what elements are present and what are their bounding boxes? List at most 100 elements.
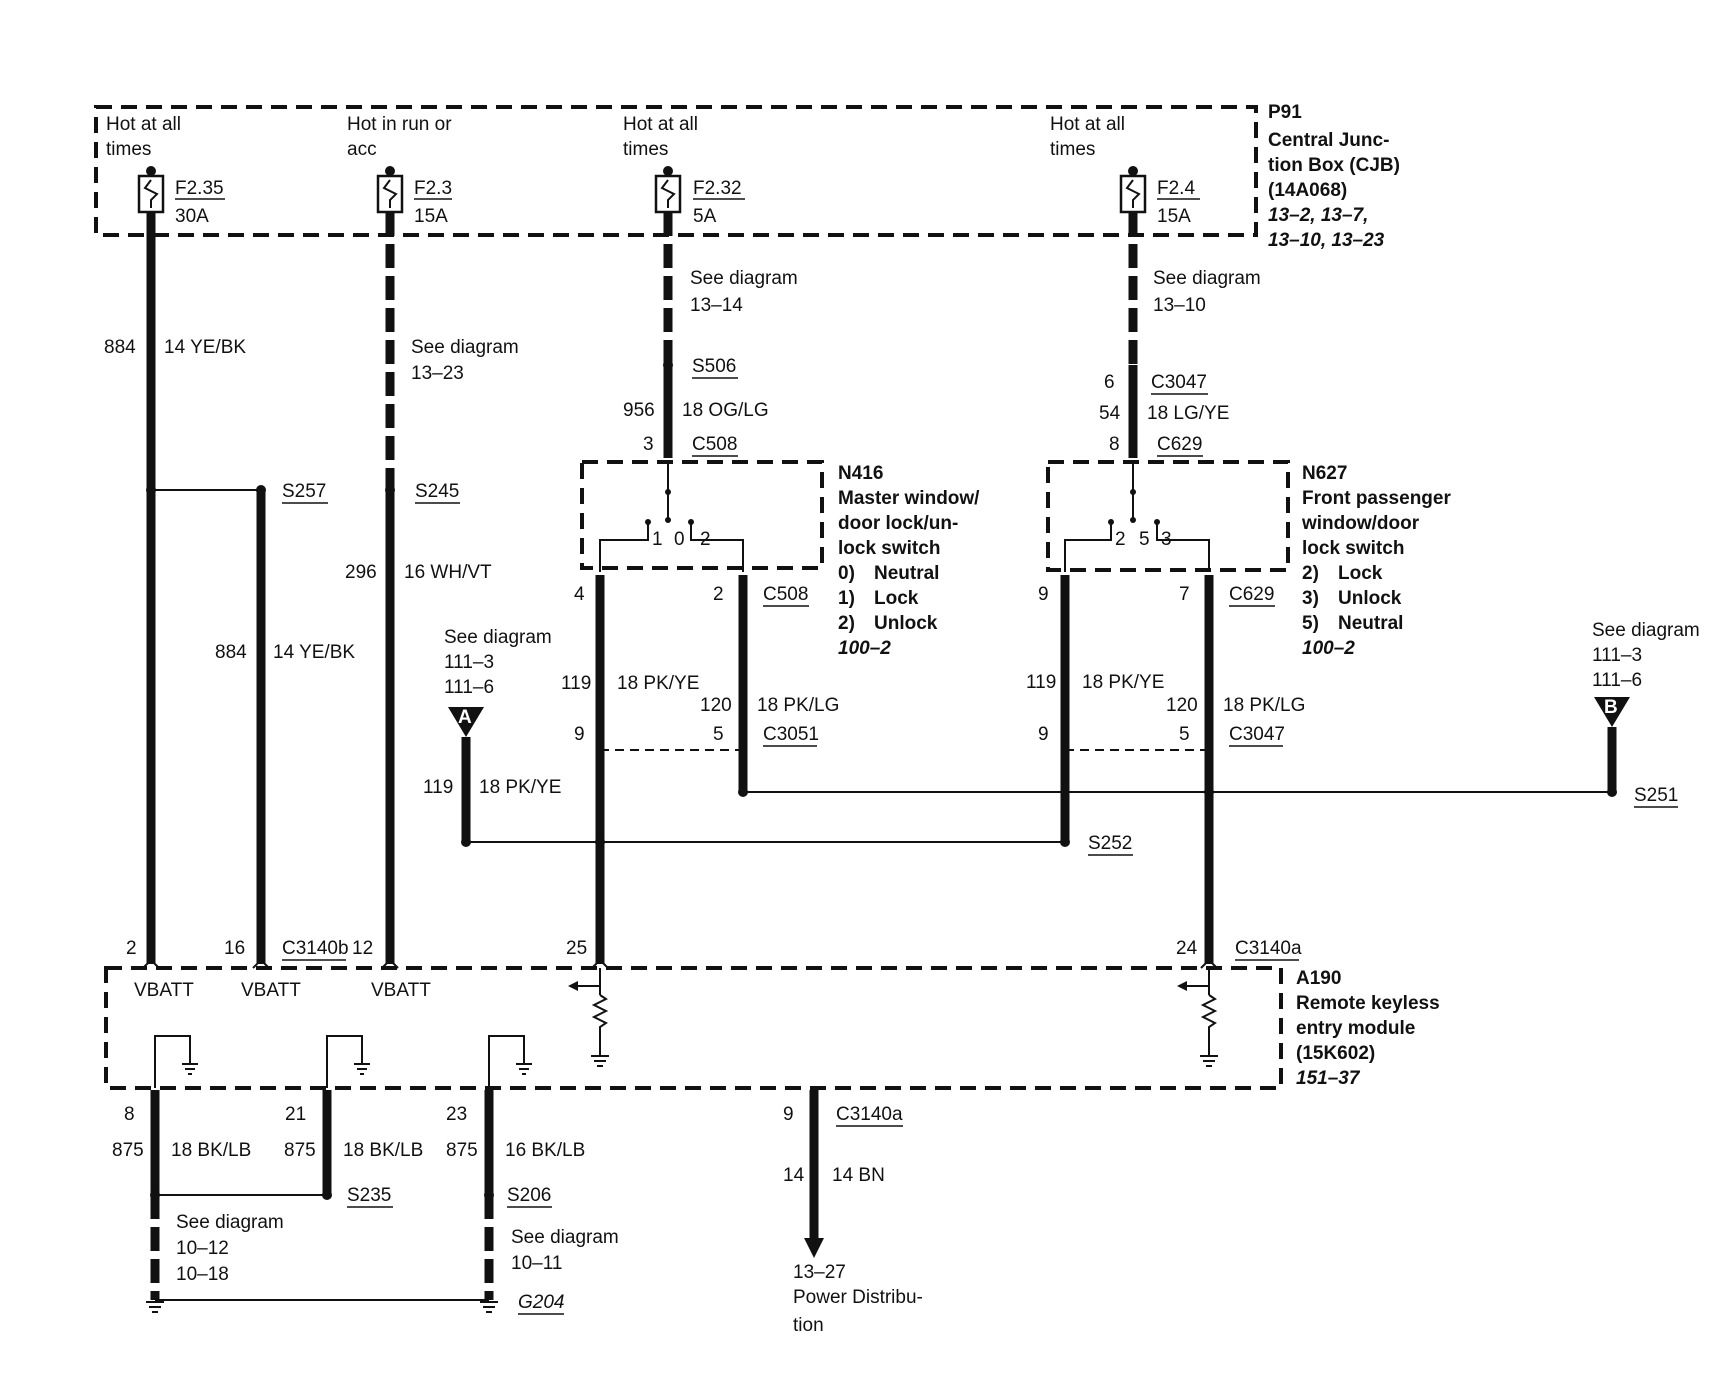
wire-119-n416-gauge: 18 PK/YE: [617, 673, 699, 694]
see-10-12-l3: 10–18: [176, 1264, 229, 1285]
internal-ground-3: [488, 1035, 532, 1088]
fuse-f2-4: Hot at all times F2.4 15A: [1050, 114, 1200, 227]
see-111-a-l2: 111–3: [444, 652, 494, 673]
wire-884b-circuit: 884: [215, 642, 247, 663]
n416-box: [580, 460, 824, 570]
svg-text:times: times: [106, 139, 151, 160]
fuse-f2-32: Hot at all times F2.32 5A: [623, 114, 745, 227]
wire-54-circuit: 54: [1099, 403, 1121, 424]
see-111-a-l3: 111–6: [444, 677, 494, 698]
splice-s257: S257: [282, 481, 326, 502]
a190-box: [104, 966, 1283, 1090]
wire-119-a-circuit: 119: [423, 777, 453, 798]
p91-part: (14A068): [1268, 180, 1347, 201]
power-l2: tion: [793, 1315, 824, 1336]
pin-a-25: 25: [566, 938, 587, 959]
fuse-rating: 15A: [1157, 206, 1191, 227]
wire-296-gauge: 16 WH/VT: [404, 562, 492, 583]
wire-875-2-circuit: 875: [284, 1140, 316, 1161]
fuse-rating: 5A: [693, 206, 717, 227]
n416-ref: 100–2: [838, 638, 891, 659]
p91-name-2: tion Box (CJB): [1268, 155, 1400, 176]
n627-opt2-text: Lock: [1338, 563, 1383, 584]
pin-a-12: 12: [352, 938, 373, 959]
pin-c3047-6: 6: [1104, 372, 1115, 393]
see-111-b-l3: 111–6: [1592, 670, 1642, 691]
see-13-14-l2: 13–14: [690, 295, 743, 316]
wire-884-gauge: 14 YE/BK: [164, 337, 246, 358]
vbatt-1: VBATT: [134, 980, 194, 1001]
n627-id: N627: [1302, 463, 1347, 484]
splice-s235: S235: [347, 1185, 391, 1206]
pin-a-2: 2: [126, 938, 137, 959]
n627-opt5: 5): [1302, 613, 1319, 634]
conn-c3140a-bottom: C3140a: [836, 1104, 903, 1125]
flag-a-icon: [448, 707, 484, 737]
n416-opt2: 2): [838, 613, 855, 634]
n416-sw1: 1: [652, 529, 663, 550]
power-ref: 13–27: [793, 1262, 846, 1283]
pin-n416-4: 4: [574, 584, 585, 605]
pulldown-25: [568, 968, 609, 1067]
splice-s245: S245: [415, 481, 459, 502]
n627-opt3-text: Unlock: [1338, 588, 1402, 609]
flag-a: A: [458, 707, 472, 728]
wire-120-n627-circuit: 120: [1166, 695, 1198, 716]
conn-c3047-bottom: C3047: [1229, 724, 1285, 745]
n627-ref: 100–2: [1302, 638, 1355, 659]
wire-119-n627-gauge: 18 PK/YE: [1082, 672, 1164, 693]
vbatt-3: VBATT: [371, 980, 431, 1001]
p91-box: [94, 105, 1258, 237]
n416-opt1-text: Lock: [874, 588, 919, 609]
n416-l2: door lock/un-: [838, 513, 958, 534]
see-10-11-l1: See diagram: [511, 1227, 619, 1248]
see-10-12-l2: 10–12: [176, 1238, 229, 1259]
conn-c508-bottom: C508: [763, 584, 808, 605]
internal-ground-1: [154, 1035, 198, 1088]
n627-opt2: 2): [1302, 563, 1319, 584]
splice-s206: S206: [507, 1185, 551, 1206]
ground-g204-icon: [146, 1301, 498, 1313]
n416-opt1: 1): [838, 588, 855, 609]
conn-c3047-top: C3047: [1151, 372, 1207, 393]
wire-956-circuit: 956: [623, 400, 655, 421]
see-10-11-l2: 10–11: [511, 1253, 562, 1274]
wire-119-n627-circuit: 119: [1026, 672, 1056, 693]
conn-c508-top: C508: [692, 434, 737, 455]
wire-296-circuit: 296: [345, 562, 377, 583]
vbatt-2: VBATT: [241, 980, 301, 1001]
see-10-12-l1: See diagram: [176, 1212, 284, 1233]
fuse-rating: 30A: [175, 206, 209, 227]
fuse-id: F2.32: [693, 178, 742, 199]
see-13-23-l2: 13–23: [411, 363, 464, 384]
wire-14-gauge: 14 BN: [832, 1165, 885, 1186]
n627-l2: window/door: [1301, 513, 1420, 534]
wire-875-1-gauge: 18 BK/LB: [171, 1140, 251, 1161]
wire-875-3-circuit: 875: [446, 1140, 478, 1161]
n416-id: N416: [838, 463, 883, 484]
svg-text:Hot at all: Hot at all: [623, 114, 698, 135]
n627-box: [1046, 460, 1290, 572]
ground-g204: G204: [518, 1292, 564, 1313]
p91-refs-2: 13–10, 13–23: [1268, 230, 1385, 251]
a190-l1: Remote keyless: [1296, 993, 1440, 1014]
wire-875-1-circuit: 875: [112, 1140, 144, 1161]
see-13-14-l1: See diagram: [690, 268, 798, 289]
wire-120-n416-circuit: 120: [700, 695, 732, 716]
conn-c3051: C3051: [763, 724, 819, 745]
conn-c3140b: C3140b: [282, 938, 349, 959]
fuse-id: F2.3: [414, 178, 452, 199]
fuse-id: F2.35: [175, 178, 224, 199]
n416-opt0-text: Neutral: [874, 563, 939, 584]
pin-c508-3: 3: [643, 434, 654, 455]
n627-sw2: 2: [1115, 529, 1126, 550]
flag-b: B: [1604, 697, 1618, 718]
a190-part: (15K602): [1296, 1043, 1375, 1064]
wire-884-circuit: 884: [104, 337, 136, 358]
see-13-10-l1: See diagram: [1153, 268, 1261, 289]
wire-875-3-gauge: 16 BK/LB: [505, 1140, 585, 1161]
splice-s251: S251: [1634, 785, 1678, 806]
pin-c3047-5: 5: [1179, 724, 1190, 745]
n416-opt0: 0): [838, 563, 855, 584]
